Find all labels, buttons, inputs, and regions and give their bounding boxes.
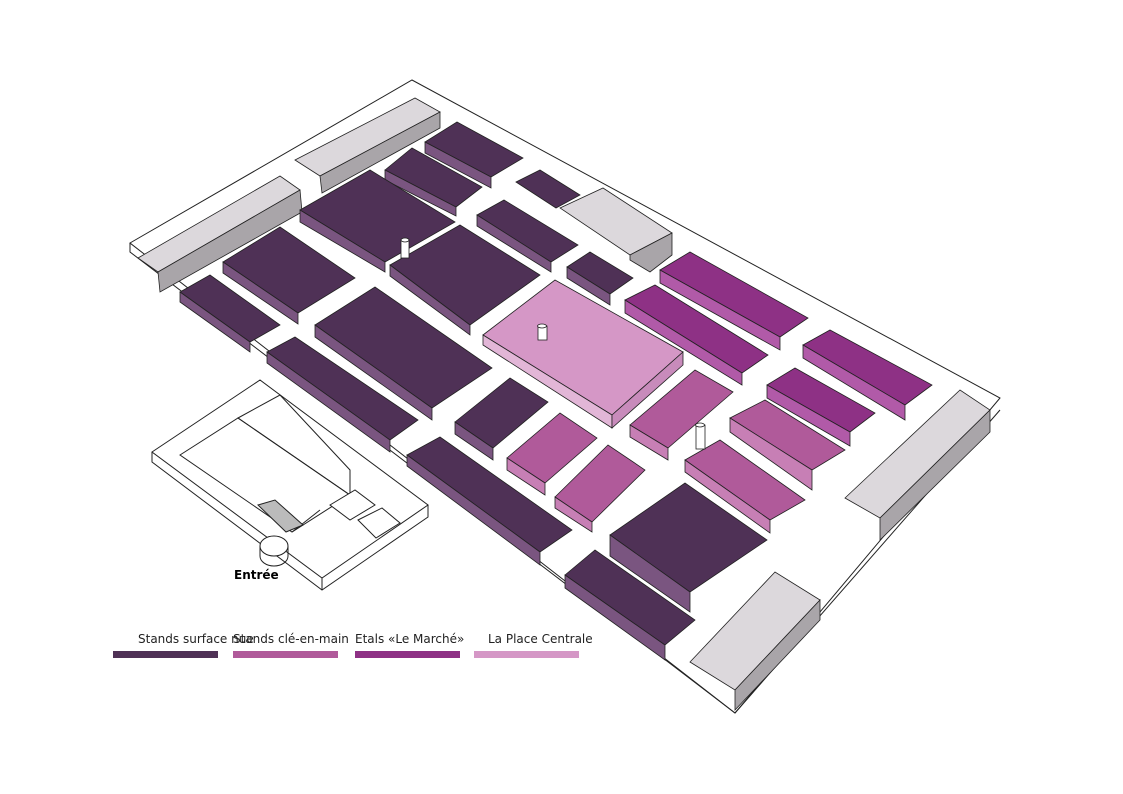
stands-surface-nue: [179, 121, 768, 661]
legend-label-surface-nue: Stands surface nue: [138, 632, 254, 646]
legend-label-cle-en-main: Stands clé-en-main: [233, 632, 349, 646]
entrance-label: Entrée: [234, 568, 279, 582]
la-place-centrale: [482, 279, 684, 429]
etals-le-marche: [624, 251, 933, 447]
legend-swatch-cle-en-main: [233, 651, 338, 658]
columns: [400, 237, 706, 450]
legend-swatch-surface-nue: [113, 651, 218, 658]
legend-swatch-place-centrale: [474, 651, 579, 658]
stands-cle-en-main: [506, 369, 846, 534]
entrance-pavilion: [151, 379, 429, 591]
legend-label-place-centrale: La Place Centrale: [488, 632, 593, 646]
legend-swatch-le-marche: [355, 651, 460, 658]
legend-label-le-marche: Etals «Le Marché»: [355, 632, 465, 646]
service-blocks: [137, 97, 991, 712]
